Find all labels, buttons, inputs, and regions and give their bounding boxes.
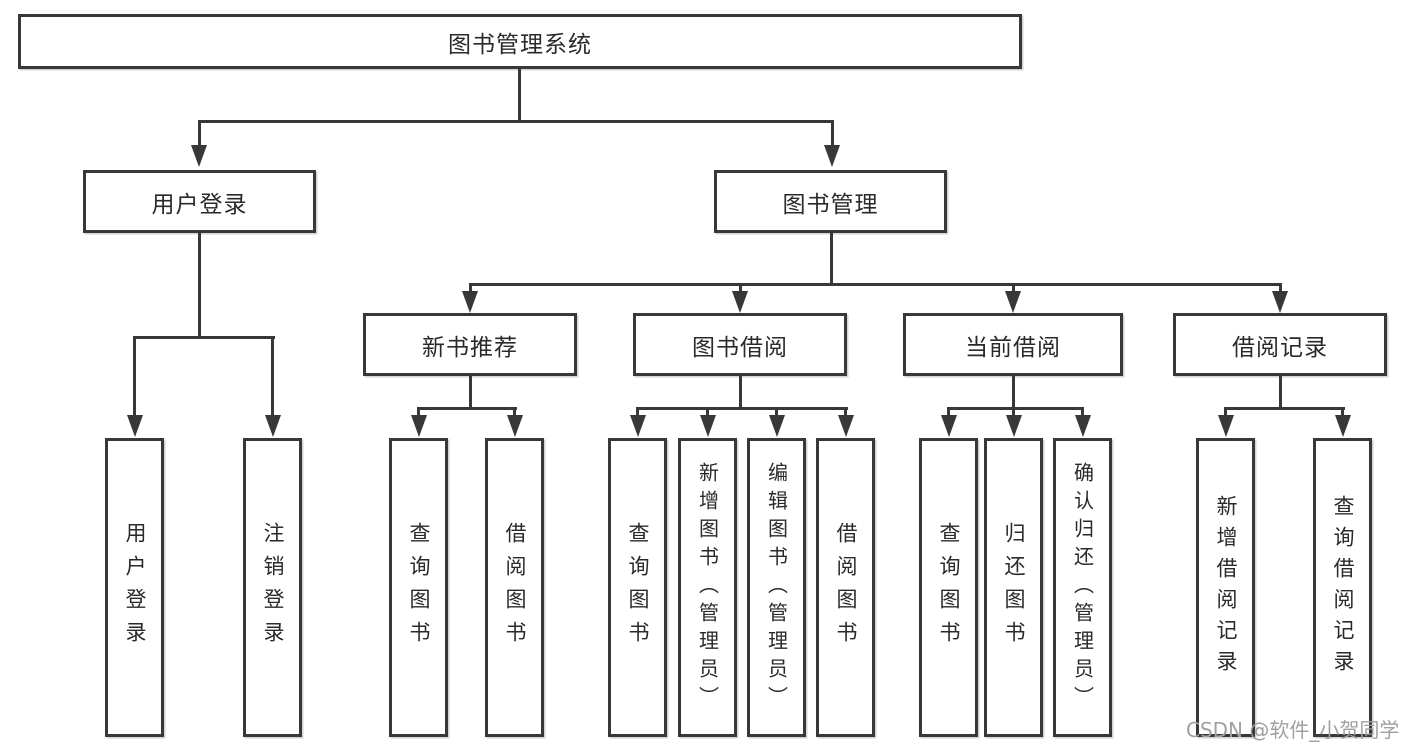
arrow-to-user-login: [197, 120, 201, 145]
leaf-cb-confirm-return-admin: 确认归还（管理员）: [1053, 438, 1112, 737]
node-book-borrowing-label: 图书借阅: [692, 334, 788, 361]
leaf-bb-add-books-admin-label: 新增图书（管理员）: [695, 461, 720, 714]
connector-book-management-stem: [829, 233, 833, 285]
connector-new-book-recommend-stem: [468, 376, 472, 409]
node-user-login-label: 用户登录: [151, 191, 248, 218]
connector-borrowing-records-branch: [1224, 407, 1345, 410]
arrow-br-leaf-2: [1341, 407, 1344, 415]
arrow-bb-leaf-3: [775, 407, 778, 415]
leaf-nbr-borrow-books: 借阅图书: [485, 438, 544, 737]
connector-root-stem: [518, 69, 521, 122]
leaf-logout-label: 注销登录: [261, 521, 285, 654]
connector-current-borrowing-branch: [947, 407, 1084, 410]
connector-new-book-recommend-branch: [417, 407, 517, 410]
node-book-management-label: 图书管理: [782, 191, 879, 218]
arrow-bb-leaf-1: [636, 407, 639, 415]
node-borrowing-records: 借阅记录: [1173, 313, 1387, 376]
arrow-nbr-leaf-2: [513, 407, 516, 415]
connector-book-borrowing-branch: [636, 407, 848, 410]
connector-user-login-stem: [197, 233, 201, 338]
arrow-to-login-leaf: [133, 336, 136, 415]
node-borrowing-records-label: 借阅记录: [1232, 334, 1328, 361]
connector-book-management-branch: [469, 283, 1282, 286]
leaf-nbr-query-books-label: 查询图书: [407, 521, 431, 654]
leaf-br-add-record: 新增借阅记录: [1196, 438, 1255, 737]
arrow-to-logout-leaf: [271, 336, 274, 415]
arrow-to-borrowing-records: [1278, 283, 1282, 291]
connector-book-borrowing-stem: [738, 376, 742, 409]
arrow-cb-leaf-3: [1081, 407, 1084, 415]
leaf-nbr-query-books: 查询图书: [389, 438, 448, 737]
arrow-bb-leaf-2: [706, 407, 709, 415]
connector-user-login-branch: [133, 336, 275, 339]
connector-borrowing-records-stem: [1278, 376, 1282, 409]
leaf-br-query-record: 查询借阅记录: [1313, 438, 1372, 737]
arrow-cb-leaf-1: [947, 407, 950, 415]
node-user-login: 用户登录: [83, 170, 316, 233]
leaf-bb-edit-books-admin-label: 编辑图书（管理员）: [764, 461, 789, 714]
leaf-nbr-borrow-books-label: 借阅图书: [503, 521, 527, 654]
node-new-book-recommend: 新书推荐: [363, 313, 577, 376]
node-new-book-recommend-label: 新书推荐: [422, 334, 518, 361]
leaf-br-add-record-label: 新增借阅记录: [1214, 494, 1238, 681]
leaf-logout: 注销登录: [243, 438, 302, 737]
leaf-bb-add-books-admin: 新增图书（管理员）: [678, 438, 737, 737]
connector-root-branch: [198, 120, 834, 123]
node-book-borrowing: 图书借阅: [633, 313, 847, 376]
leaf-br-query-record-label: 查询借阅记录: [1331, 494, 1355, 681]
leaf-bb-query-books-label: 查询图书: [626, 521, 650, 654]
arrow-to-current-borrowing: [1011, 283, 1015, 291]
arrow-to-book-borrowing: [738, 283, 742, 291]
leaf-user-login: 用户登录: [105, 438, 164, 737]
leaf-user-login-label: 用户登录: [123, 521, 147, 654]
node-current-borrowing-label: 当前借阅: [965, 334, 1061, 361]
arrow-br-leaf-1: [1224, 407, 1227, 415]
node-book-management: 图书管理: [714, 170, 947, 233]
leaf-bb-query-books: 查询图书: [608, 438, 667, 737]
arrow-to-new-book-recommend: [468, 283, 472, 291]
connector-current-borrowing-stem: [1011, 376, 1015, 409]
leaf-cb-return-books-label: 归还图书: [1002, 521, 1026, 654]
node-root-label: 图书管理系统: [448, 31, 592, 58]
node-root: 图书管理系统: [18, 14, 1022, 69]
leaf-bb-borrow-books-label: 借阅图书: [834, 521, 858, 654]
csdn-watermark: CSDN @软件_小贺同学: [1186, 718, 1400, 742]
arrow-bb-leaf-4: [844, 407, 847, 415]
leaf-bb-edit-books-admin: 编辑图书（管理员）: [747, 438, 806, 737]
leaf-cb-query-books-label: 查询图书: [937, 521, 961, 654]
arrow-to-book-management: [830, 120, 834, 145]
leaf-cb-confirm-return-admin-label: 确认归还（管理员）: [1070, 461, 1095, 714]
leaf-cb-return-books: 归还图书: [984, 438, 1043, 737]
leaf-cb-query-books: 查询图书: [919, 438, 978, 737]
arrow-nbr-leaf-1: [417, 407, 420, 415]
node-current-borrowing: 当前借阅: [903, 313, 1123, 376]
leaf-bb-borrow-books: 借阅图书: [816, 438, 875, 737]
arrow-cb-leaf-2: [1012, 407, 1015, 415]
